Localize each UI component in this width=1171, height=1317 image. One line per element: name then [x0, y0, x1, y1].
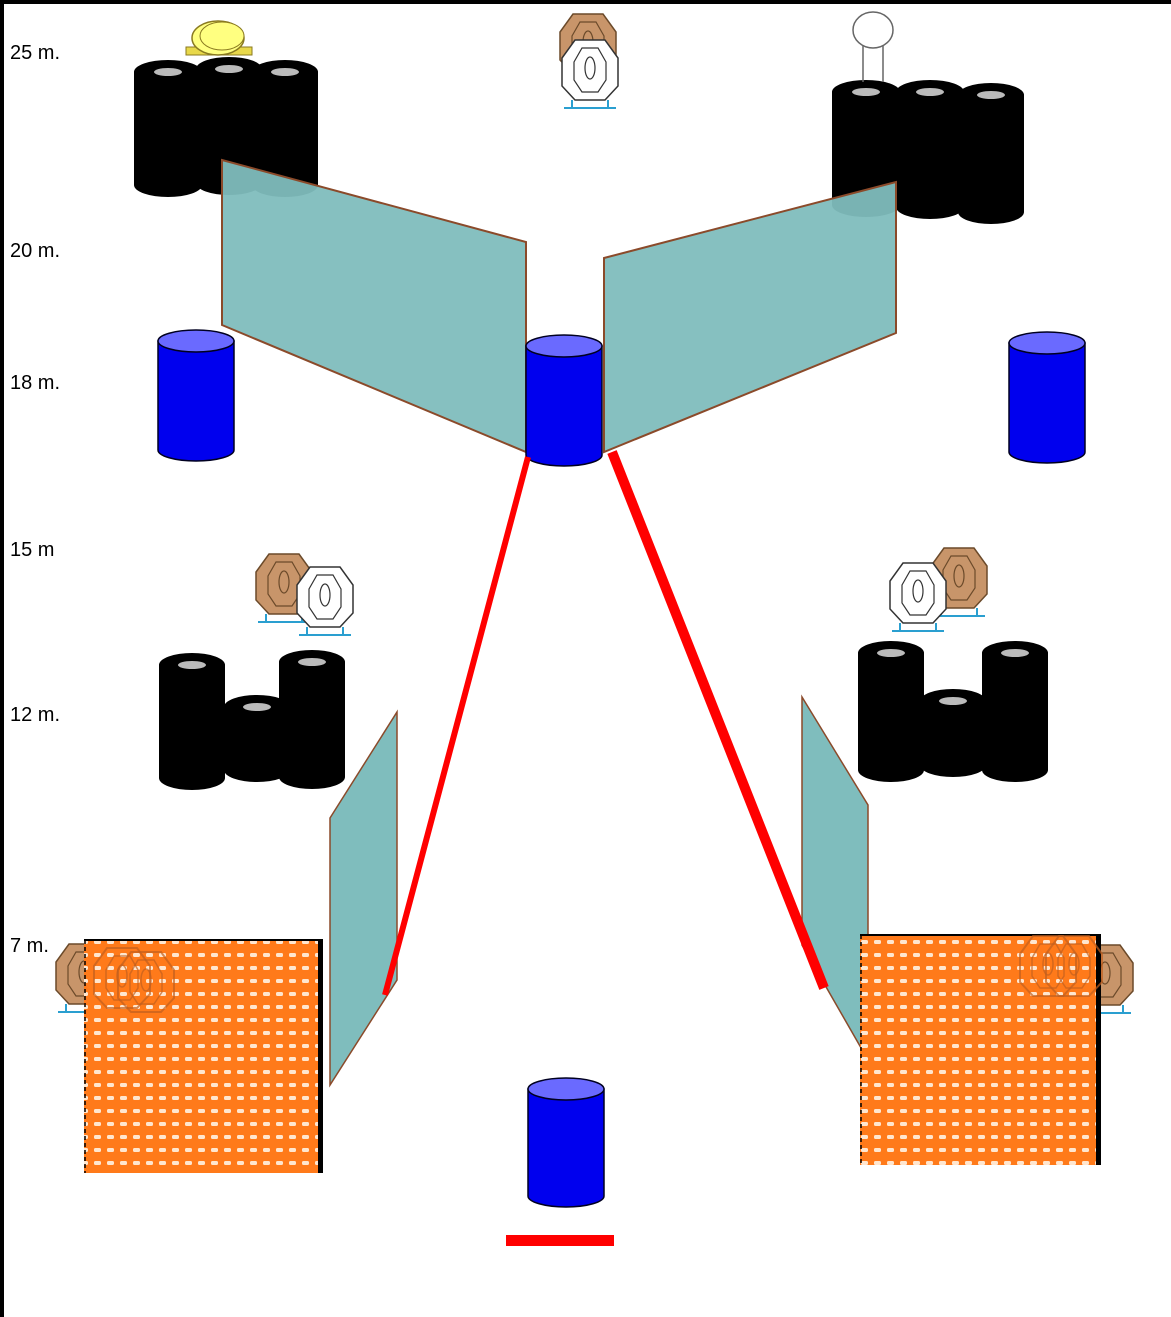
- barrel-left: [157, 329, 235, 462]
- mesh-left: [84, 939, 323, 1173]
- fault-line-right: [607, 450, 829, 990]
- popper-icon: [852, 11, 894, 82]
- barrel-right: [1008, 331, 1086, 464]
- barrel-center: [525, 334, 603, 467]
- start-position-line: [506, 1235, 614, 1246]
- distance-label-20m: 20 m.: [10, 240, 61, 262]
- distance-label-7m: 7 m.: [10, 935, 49, 957]
- distance-label-18m: 18 m.: [10, 372, 61, 394]
- distance-label-25m: 25 m.: [10, 42, 61, 64]
- wall-right-upper: [603, 180, 897, 454]
- target-top-white: [561, 39, 619, 109]
- wall-left-lower: [329, 709, 398, 1088]
- target-mid-right-white: [889, 562, 947, 632]
- fault-line-left: [382, 456, 531, 996]
- tire-stack-mid-right: [858, 641, 1048, 782]
- distance-label-12m: 12 m.: [10, 704, 61, 726]
- tire-stack-top-right: [832, 80, 1024, 224]
- barrel-bottom: [527, 1077, 605, 1208]
- tire-stack-mid-left: [159, 650, 345, 790]
- frame-left-border: [0, 0, 4, 1317]
- frame-top-border: [0, 0, 1171, 4]
- mesh-right: [860, 934, 1101, 1165]
- plate-icon: [185, 20, 253, 56]
- wall-left-upper: [221, 158, 527, 454]
- distance-label-15m: 15 m: [10, 539, 55, 561]
- tire-stack-top-left: [134, 57, 318, 197]
- target-mid-left-white: [296, 566, 354, 636]
